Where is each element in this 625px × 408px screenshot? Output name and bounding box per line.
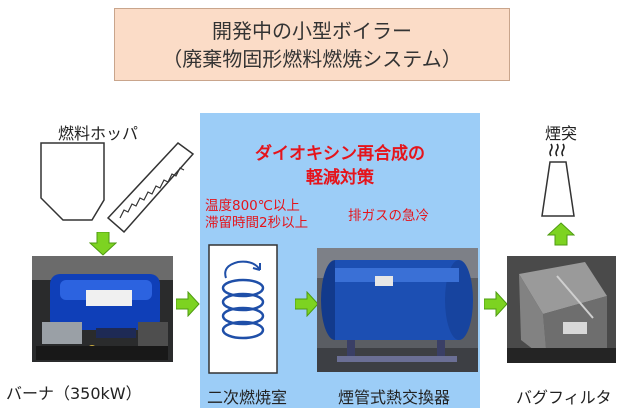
flow-arrow-icon (176, 291, 200, 317)
burner-photo (32, 256, 173, 362)
flow-arrow-icon (89, 232, 117, 256)
bag-filter-photo (507, 256, 616, 363)
quench-note: 排ガスの急冷 (348, 208, 429, 224)
center-headline-line2: 軽減対策 (306, 168, 374, 188)
flow-arrow-icon (295, 291, 319, 317)
chimney-label: 煙突 (545, 124, 578, 143)
screw-conveyor (106, 142, 195, 234)
temperature-note-line1: 温度800℃以上 (205, 198, 300, 214)
flow-arrow-icon (547, 222, 575, 246)
hopper-diagram (40, 142, 195, 234)
hopper-label: 燃料ホッパ (58, 124, 139, 143)
heat-exchanger-caption: 煙管式熱交換器 (338, 388, 451, 407)
secondary-chamber-caption: 二次燃焼室 (207, 388, 288, 407)
smoke-icon (549, 143, 565, 157)
bag-filter-caption: バグフィルタ (516, 388, 612, 407)
heat-exchanger-photo (317, 248, 478, 372)
title-line1: 開発中の小型ボイラー (212, 18, 412, 43)
title-box: 開発中の小型ボイラー （廃棄物固形燃料燃焼システム） (114, 8, 510, 81)
center-headline: ダイオキシン再合成の 軽減対策 (200, 142, 480, 190)
temperature-note: 温度800℃以上 滞留時間2秒以上 (205, 198, 308, 232)
chimney-diagram (541, 143, 575, 217)
title-line2: （廃棄物固形燃料燃焼システム） (162, 46, 462, 71)
center-headline-line1: ダイオキシン再合成の (255, 144, 425, 164)
swirl-icon (221, 260, 265, 340)
burner-caption: バーナ（350kW） (6, 384, 142, 403)
flow-arrow-icon (484, 291, 508, 317)
temperature-note-line2: 滞留時間2秒以上 (205, 215, 309, 231)
secondary-chamber-diagram (208, 244, 278, 374)
